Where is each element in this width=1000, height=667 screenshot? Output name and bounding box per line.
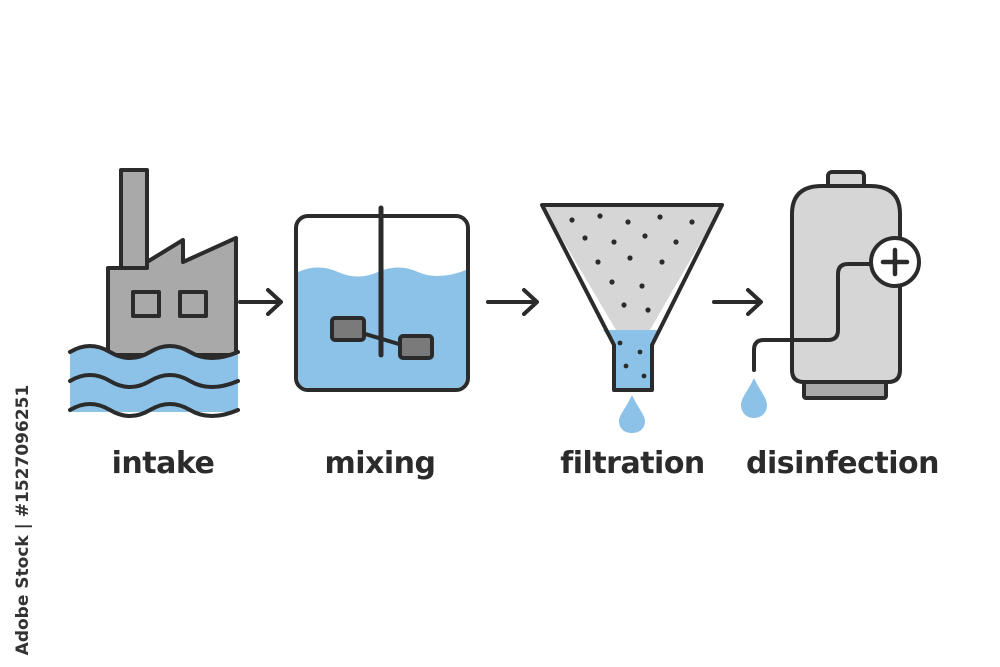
- mixing-paddle-right: [398, 334, 434, 360]
- factory-window-left: [131, 290, 161, 318]
- factory-chimney: [119, 168, 149, 282]
- step-label-disinfection: disinfection: [745, 446, 940, 481]
- arrow-right-icon: [486, 288, 539, 316]
- mixing-tank-icon: [294, 205, 470, 392]
- step-label-mixing: mixing: [324, 446, 436, 481]
- mixing-paddle-left: [330, 316, 366, 342]
- intake-water-waves-icon: [68, 344, 240, 418]
- funnel-filter-icon: [540, 203, 724, 392]
- step-label-filtration: filtration: [560, 446, 705, 481]
- water-drop-icon: [741, 378, 767, 418]
- tank-body: [790, 184, 902, 384]
- funnel-filter-media: [542, 205, 722, 330]
- step-label-intake: intake: [111, 446, 215, 481]
- funnel-particles: [569, 213, 695, 379]
- factory-window-right: [178, 290, 208, 318]
- funnel-filtered-water: [603, 330, 661, 390]
- tank-outlet-pipe: [752, 262, 873, 372]
- factory-icon: [106, 168, 238, 357]
- arrow-right-icon: [238, 288, 283, 316]
- disinfection-tank-icon: [752, 170, 921, 400]
- stock-watermark-text: Adobe Stock | #1527096251: [13, 384, 33, 656]
- factory-building: [106, 236, 238, 357]
- arrow-right-icon: [712, 288, 763, 316]
- stock-watermark: Adobe Stock | #1527096251: [0, 385, 46, 656]
- water-drop-icon: [619, 395, 645, 433]
